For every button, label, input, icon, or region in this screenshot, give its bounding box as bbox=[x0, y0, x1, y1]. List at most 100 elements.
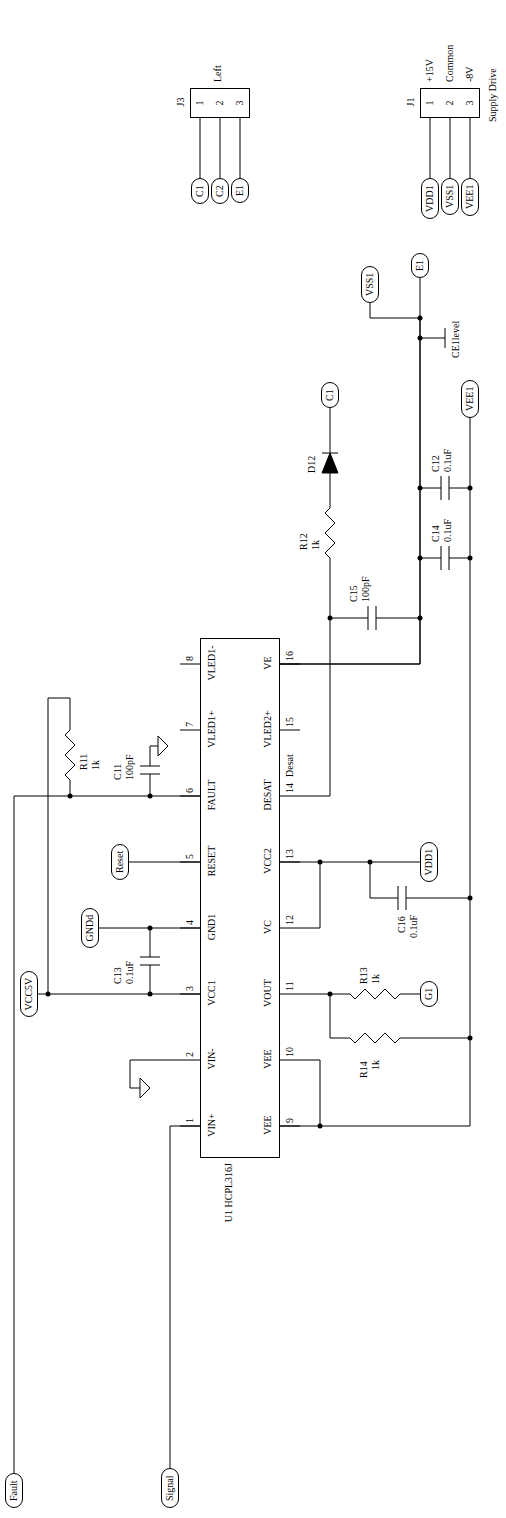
component-label: 0.1uF bbox=[408, 915, 420, 938]
net-tag: VSS1 bbox=[441, 178, 459, 215]
ic-chip: U1 HCPL316JVIN+VIN-VCC1GND1RESETFAULTVLE… bbox=[200, 638, 280, 1158]
wire-connector bbox=[280, 278, 420, 664]
component-label: R13 bbox=[358, 967, 370, 984]
net-tag: G1 bbox=[420, 981, 438, 1007]
component-label: C16 bbox=[396, 916, 408, 933]
net-name: C2 bbox=[212, 185, 228, 197]
net-tag: C1 bbox=[191, 178, 209, 204]
wire-connector bbox=[280, 303, 420, 664]
wire-connector bbox=[240, 118, 241, 178]
pin-name: DESAT bbox=[262, 771, 274, 819]
level-symbol bbox=[420, 328, 445, 348]
net-name: VEE1 bbox=[462, 185, 478, 209]
pin-name: GND1 bbox=[206, 903, 218, 951]
pin-number: 6 bbox=[184, 788, 196, 793]
component-label: C13 bbox=[112, 967, 124, 984]
net-name: VSS1 bbox=[362, 273, 378, 296]
net-name: E1 bbox=[412, 260, 428, 271]
pin-name: VIN+ bbox=[206, 1101, 218, 1149]
net-name: VDD1 bbox=[422, 185, 438, 212]
component-label: Desat bbox=[284, 754, 296, 777]
component-label: D12 bbox=[306, 456, 318, 473]
pin-number: 16 bbox=[284, 651, 296, 661]
component-label: 0.1uF bbox=[442, 519, 454, 542]
pin-number: 2 bbox=[184, 1052, 196, 1057]
net-tag: GNDd bbox=[81, 908, 99, 949]
pin-number: 2 bbox=[444, 89, 456, 117]
net-name: Signal bbox=[162, 1475, 178, 1501]
net-name: VEE1 bbox=[462, 387, 478, 411]
pin-number: 15 bbox=[284, 717, 296, 727]
component-label: R11 bbox=[78, 754, 90, 770]
net-name: Fault bbox=[6, 1480, 22, 1501]
part-heading: J3 bbox=[175, 87, 187, 117]
component-label: R14 bbox=[358, 1061, 370, 1078]
component-label: 100pF bbox=[124, 754, 136, 780]
net-tag: Fault bbox=[5, 1473, 23, 1508]
resistor-symbol bbox=[300, 989, 420, 999]
component-label: 1k bbox=[370, 974, 382, 984]
pin-name: VIN- bbox=[206, 1035, 218, 1083]
net-name: C1 bbox=[322, 389, 338, 401]
net-tag: C2 bbox=[211, 178, 229, 204]
capacitor-symbol bbox=[420, 476, 470, 500]
pin-name: VEE bbox=[262, 1035, 274, 1083]
net-tag: VDD1 bbox=[420, 842, 438, 883]
pin-number: 4 bbox=[184, 920, 196, 925]
net-tag: Reset bbox=[111, 844, 129, 880]
capacitor-symbol bbox=[420, 546, 470, 570]
wire-connector bbox=[99, 928, 200, 929]
component-label: 0.1uF bbox=[124, 961, 136, 984]
component-label: C12 bbox=[430, 455, 442, 472]
wire-connector bbox=[14, 796, 200, 1473]
pin-number: 1 bbox=[194, 89, 206, 117]
wire-connector bbox=[280, 862, 420, 863]
component-label: -8V bbox=[464, 66, 476, 82]
pin-number: 3 bbox=[184, 986, 196, 991]
part-heading: J1 bbox=[405, 87, 417, 117]
wire-connector bbox=[470, 118, 471, 178]
component-label: R12 bbox=[298, 533, 310, 550]
net-tag: E1 bbox=[411, 253, 429, 278]
component-label: C11 bbox=[112, 764, 124, 780]
ground-wire bbox=[130, 1060, 180, 1088]
pin-number: 14 bbox=[284, 783, 296, 793]
pin-name: VEE bbox=[262, 1101, 274, 1149]
pin-name: VLED1+ bbox=[206, 705, 218, 753]
pin-name: VE bbox=[262, 639, 274, 687]
net-name: VCC5V bbox=[21, 978, 37, 1011]
resistor-symbol bbox=[48, 698, 75, 994]
connector-header: J1123 bbox=[420, 88, 480, 118]
pin-number: 11 bbox=[284, 981, 296, 991]
wire bbox=[300, 1060, 320, 1126]
net-name: G1 bbox=[421, 988, 437, 1000]
component-label: 0.1uF bbox=[442, 449, 454, 472]
connector-header: J3123 bbox=[190, 88, 250, 118]
pin-number: 8 bbox=[184, 656, 196, 661]
net-name: Reset bbox=[112, 851, 128, 873]
resistor-symbol bbox=[330, 994, 470, 1043]
pin-number: 3 bbox=[464, 89, 476, 117]
wire-connector bbox=[430, 118, 431, 178]
net-tag: E1 bbox=[231, 178, 249, 203]
pin-name: VC bbox=[262, 903, 274, 951]
diode-symbol bbox=[322, 453, 338, 473]
capacitor-symbol bbox=[330, 606, 420, 630]
component-label: CE1level bbox=[450, 321, 462, 358]
net-tag: VDD1 bbox=[421, 178, 439, 219]
net-name: VDD1 bbox=[421, 849, 437, 876]
wire-connector bbox=[170, 1126, 200, 1468]
component-label: 1k bbox=[90, 760, 102, 770]
net-tag: VSS1 bbox=[361, 266, 379, 303]
net-tag: C1 bbox=[321, 382, 339, 408]
wire-connector bbox=[280, 418, 470, 1126]
ground-symbol bbox=[158, 736, 168, 756]
wire-connector bbox=[129, 862, 200, 863]
wire-connector bbox=[220, 118, 221, 178]
net-name: GNDd bbox=[82, 915, 98, 942]
wire-connector bbox=[38, 994, 200, 995]
pin-name: VCC1 bbox=[206, 969, 218, 1017]
part-heading: U1 HCPL316J bbox=[223, 1163, 235, 1223]
pin-number: 12 bbox=[284, 915, 296, 925]
pin-name: VLED2+ bbox=[262, 705, 274, 753]
